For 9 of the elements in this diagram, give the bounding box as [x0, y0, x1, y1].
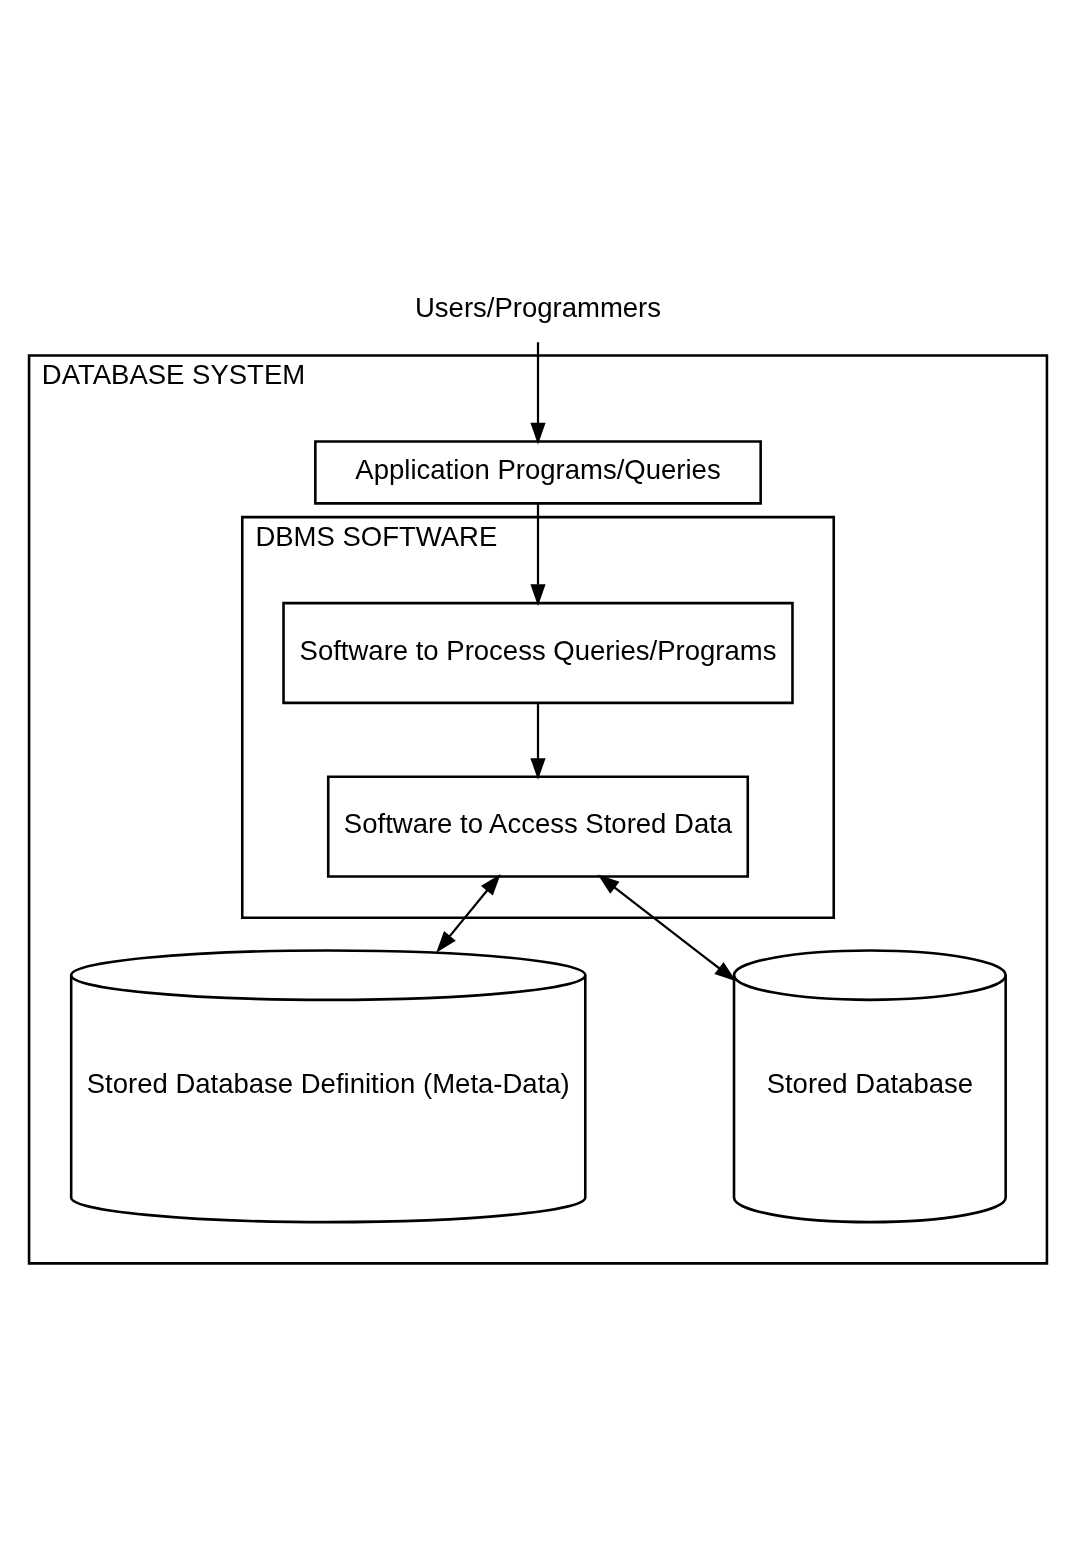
- node-text: Users/Programmers: [414, 292, 662, 324]
- arrow: [436, 873, 501, 953]
- arrow: [530, 503, 546, 606]
- node-box: Software to Access Stored Data: [326, 775, 750, 878]
- arrow: [597, 874, 737, 982]
- node-box: Software to Process Queries/Programs: [282, 601, 794, 705]
- node-box: Application Programs/Queries: [314, 440, 762, 505]
- arrow: [530, 342, 546, 445]
- arrow: [530, 703, 546, 780]
